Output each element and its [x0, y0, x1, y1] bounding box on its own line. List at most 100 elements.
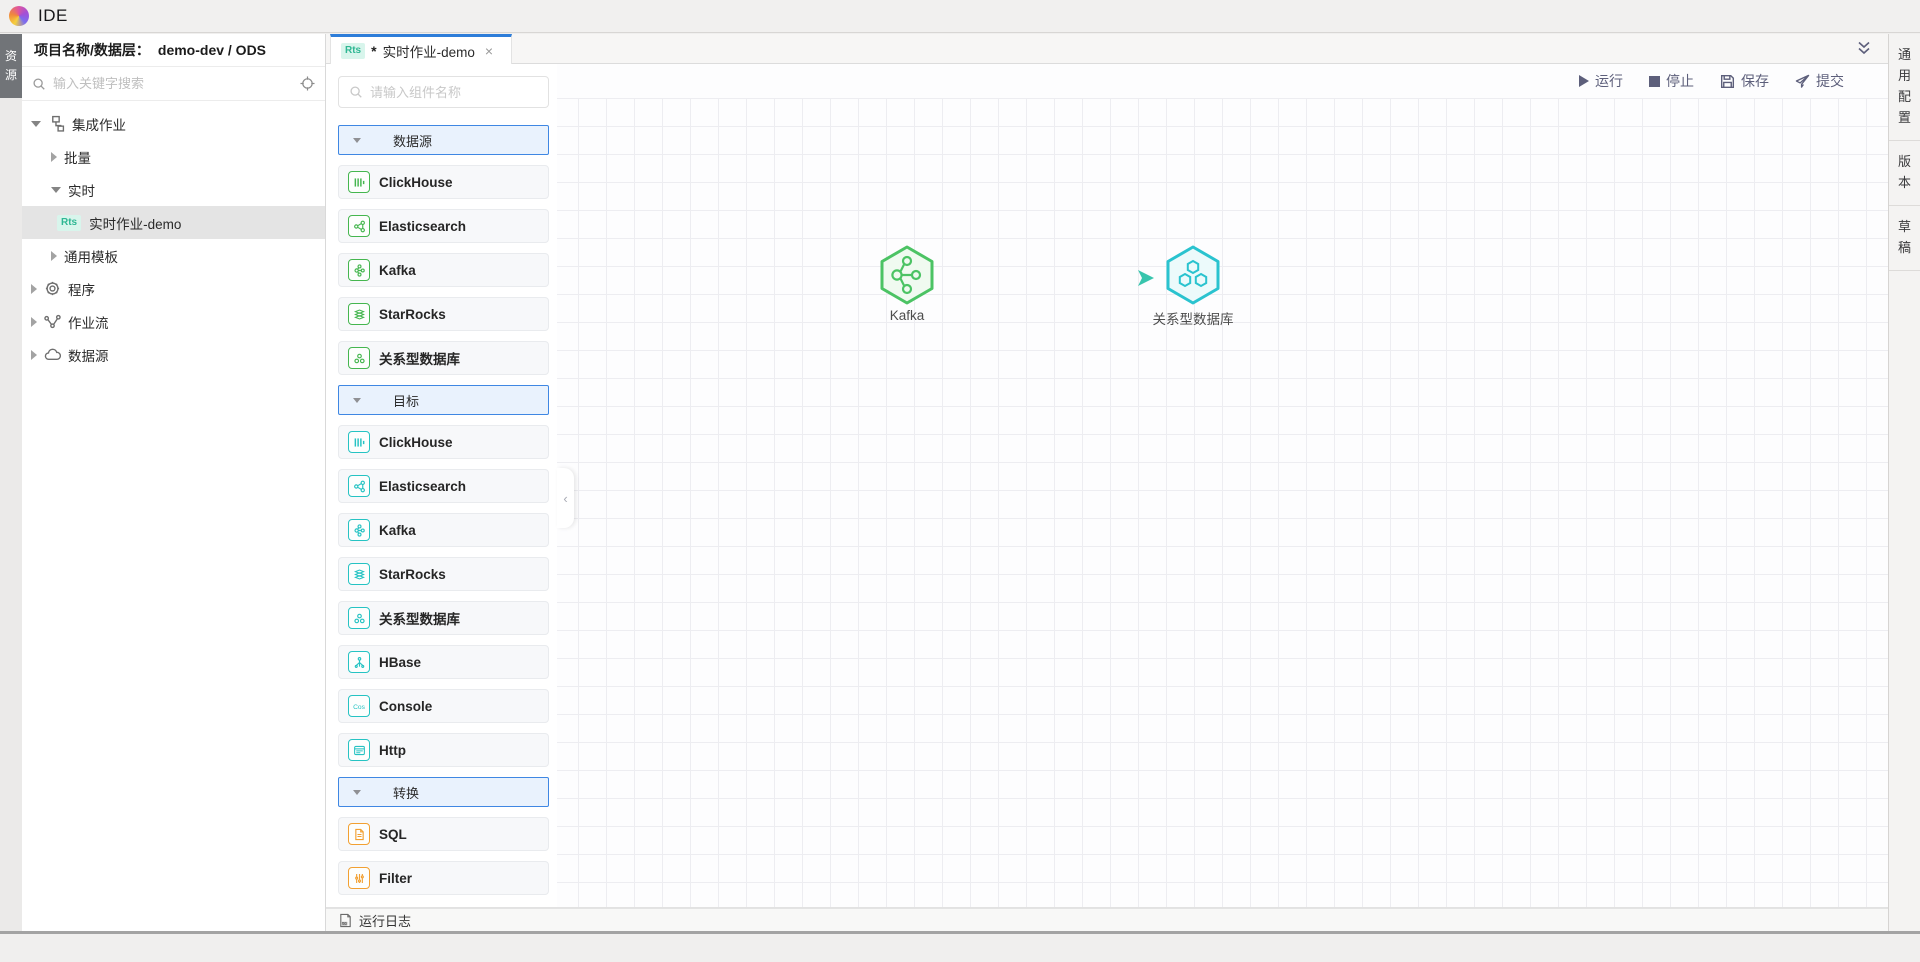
palette-item-label: Kafka: [379, 522, 416, 538]
tree-item-workflow[interactable]: 作业流: [22, 305, 325, 338]
run-button-label: 运行: [1595, 73, 1623, 89]
caret-right-icon[interactable]: [51, 151, 57, 162]
explorer-search-row: [22, 67, 325, 101]
locate-icon[interactable]: [300, 76, 315, 91]
palette-item-relational-db-target[interactable]: 关系型数据库: [338, 601, 549, 635]
rail-tab-resources[interactable]: 资源: [0, 34, 22, 98]
palette-item-kafka-source[interactable]: Kafka: [338, 253, 549, 287]
palette-item-hbase-target[interactable]: HBase: [338, 645, 549, 679]
palette-item-sql-transform[interactable]: SQL: [338, 817, 549, 851]
canvas-grid: [326, 98, 1888, 907]
tree-item-label: 通用模板: [64, 249, 118, 265]
explorer-search-input[interactable]: [53, 76, 293, 91]
stop-icon: [1649, 75, 1660, 87]
submit-button[interactable]: 提交: [1795, 71, 1844, 91]
run-log-bar[interactable]: LOG 运行日志: [326, 908, 1888, 931]
palette-item-http-target[interactable]: Http: [338, 733, 549, 767]
palette-section-source[interactable]: 数据源: [338, 125, 549, 155]
palette-item-label: Filter: [379, 870, 413, 886]
palette-item-clickhouse-target[interactable]: ClickHouse: [338, 425, 549, 459]
rail-tab-general-config[interactable]: 通用配置: [1889, 34, 1920, 141]
palette-item-label: Elasticsearch: [379, 478, 467, 494]
tree-item-label: 作业流: [68, 315, 109, 331]
explorer-panel: 项目名称/数据层： demo-dev / ODS 集成作业: [22, 34, 326, 931]
tree-item-realtime[interactable]: 实时: [22, 173, 325, 206]
palette-item-elasticsearch-source[interactable]: Elasticsearch: [338, 209, 549, 243]
relational-db-icon: [348, 607, 370, 629]
tree-item-datasources[interactable]: 数据源: [22, 338, 325, 371]
tree-item-realtime-job-demo[interactable]: Rts 实时作业-demo: [22, 206, 325, 239]
palette-item-filter-transform[interactable]: Filter: [338, 861, 549, 895]
caret-right-icon[interactable]: [51, 250, 57, 261]
cloud-icon: [44, 346, 61, 363]
save-icon: [1720, 74, 1735, 89]
canvas-node-relational-db[interactable]: 关系型数据库: [1126, 244, 1260, 328]
palette-item-label: SQL: [379, 826, 407, 842]
palette-search: [338, 76, 549, 108]
svg-text:LOG: LOG: [342, 921, 348, 925]
palette-item-console-target[interactable]: Cos Console: [338, 689, 549, 723]
rail-tab-draft[interactable]: 草稿: [1889, 206, 1920, 271]
palette-section-transform[interactable]: 转换: [338, 777, 549, 807]
pipeline-canvas[interactable]: 运行 停止 保存 提交: [326, 64, 1888, 908]
tree-item-batch[interactable]: 批量: [22, 140, 325, 173]
palette-item-starrocks-source[interactable]: StarRocks: [338, 297, 549, 331]
close-icon[interactable]: ×: [484, 42, 494, 59]
rail-tab-label: 版本: [1897, 154, 1911, 190]
palette-item-relational-db-source[interactable]: 关系型数据库: [338, 341, 549, 375]
palette-item-label: Elasticsearch: [379, 218, 467, 234]
palette-item-label: 关系型数据库: [379, 352, 460, 367]
palette-item-label: ClickHouse: [379, 434, 453, 450]
save-button-label: 保存: [1741, 73, 1769, 89]
palette-item-elasticsearch-target[interactable]: Elasticsearch: [338, 469, 549, 503]
palette-collapse-handle[interactable]: ‹: [557, 468, 574, 528]
canvas-node-kafka[interactable]: Kafka: [840, 244, 974, 323]
palette-item-starrocks-target[interactable]: StarRocks: [338, 557, 549, 591]
left-rail: 资源: [0, 34, 22, 931]
caret-down-icon[interactable]: [31, 120, 41, 127]
collapse-tabs-icon[interactable]: [1856, 40, 1872, 56]
tree-item-integration-jobs[interactable]: 集成作业: [22, 107, 325, 140]
palette-item-label: ClickHouse: [379, 174, 453, 190]
tree-item-program[interactable]: 程序: [22, 272, 325, 305]
tree-item-label: 集成作业: [72, 117, 126, 133]
canvas-toolbar: 运行 停止 保存 提交: [326, 64, 1888, 98]
hbase-icon: [348, 651, 370, 673]
starrocks-icon: [348, 563, 370, 585]
tree-item-label: 批量: [64, 150, 91, 166]
palette-section-title: 目标: [393, 393, 420, 409]
project-header: 项目名称/数据层： demo-dev / ODS: [22, 34, 325, 67]
palette-section-target[interactable]: 目标: [338, 385, 549, 415]
caret-right-icon[interactable]: [31, 349, 37, 360]
palette-search-input[interactable]: [370, 84, 538, 100]
tree-item-label: 实时作业-demo: [89, 216, 182, 232]
log-file-icon: LOG: [338, 913, 353, 928]
caret-right-icon[interactable]: [31, 283, 37, 294]
run-button[interactable]: 运行: [1579, 71, 1623, 91]
palette-item-label: StarRocks: [379, 306, 446, 322]
tab-realtime-job-demo[interactable]: Rts * 实时作业-demo ×: [330, 34, 512, 64]
tree-item-common-template[interactable]: 通用模板: [22, 239, 325, 272]
project-header-value: demo-dev / ODS: [157, 42, 267, 58]
kafka-node-hexagon: [880, 245, 934, 305]
rail-tab-label: 通用配置: [1897, 47, 1911, 125]
component-palette: 数据源 ClickHouse Elasticsearch: [326, 64, 557, 907]
palette-item-label: 关系型数据库: [379, 612, 460, 627]
caret-right-icon[interactable]: [31, 316, 37, 327]
save-button[interactable]: 保存: [1720, 71, 1769, 91]
palette-item-kafka-target[interactable]: Kafka: [338, 513, 549, 547]
relational-db-node-hexagon: [1166, 245, 1220, 305]
http-icon: [348, 739, 370, 761]
unsaved-marker: *: [371, 42, 377, 59]
tree-item-label: 数据源: [68, 348, 109, 364]
palette-item-clickhouse-source[interactable]: ClickHouse: [338, 165, 549, 199]
search-icon: [32, 77, 46, 91]
explorer-tree: 集成作业 批量 实时 Rts 实时作业-demo 通用模板: [22, 101, 325, 371]
rail-tab-version[interactable]: 版本: [1889, 141, 1920, 206]
stop-button[interactable]: 停止: [1649, 71, 1694, 91]
sql-icon: [348, 823, 370, 845]
run-log-label: 运行日志: [359, 913, 412, 929]
palette-item-label: HBase: [379, 654, 422, 670]
rail-tab-label: 草稿: [1897, 219, 1911, 255]
caret-down-icon[interactable]: [51, 186, 61, 193]
